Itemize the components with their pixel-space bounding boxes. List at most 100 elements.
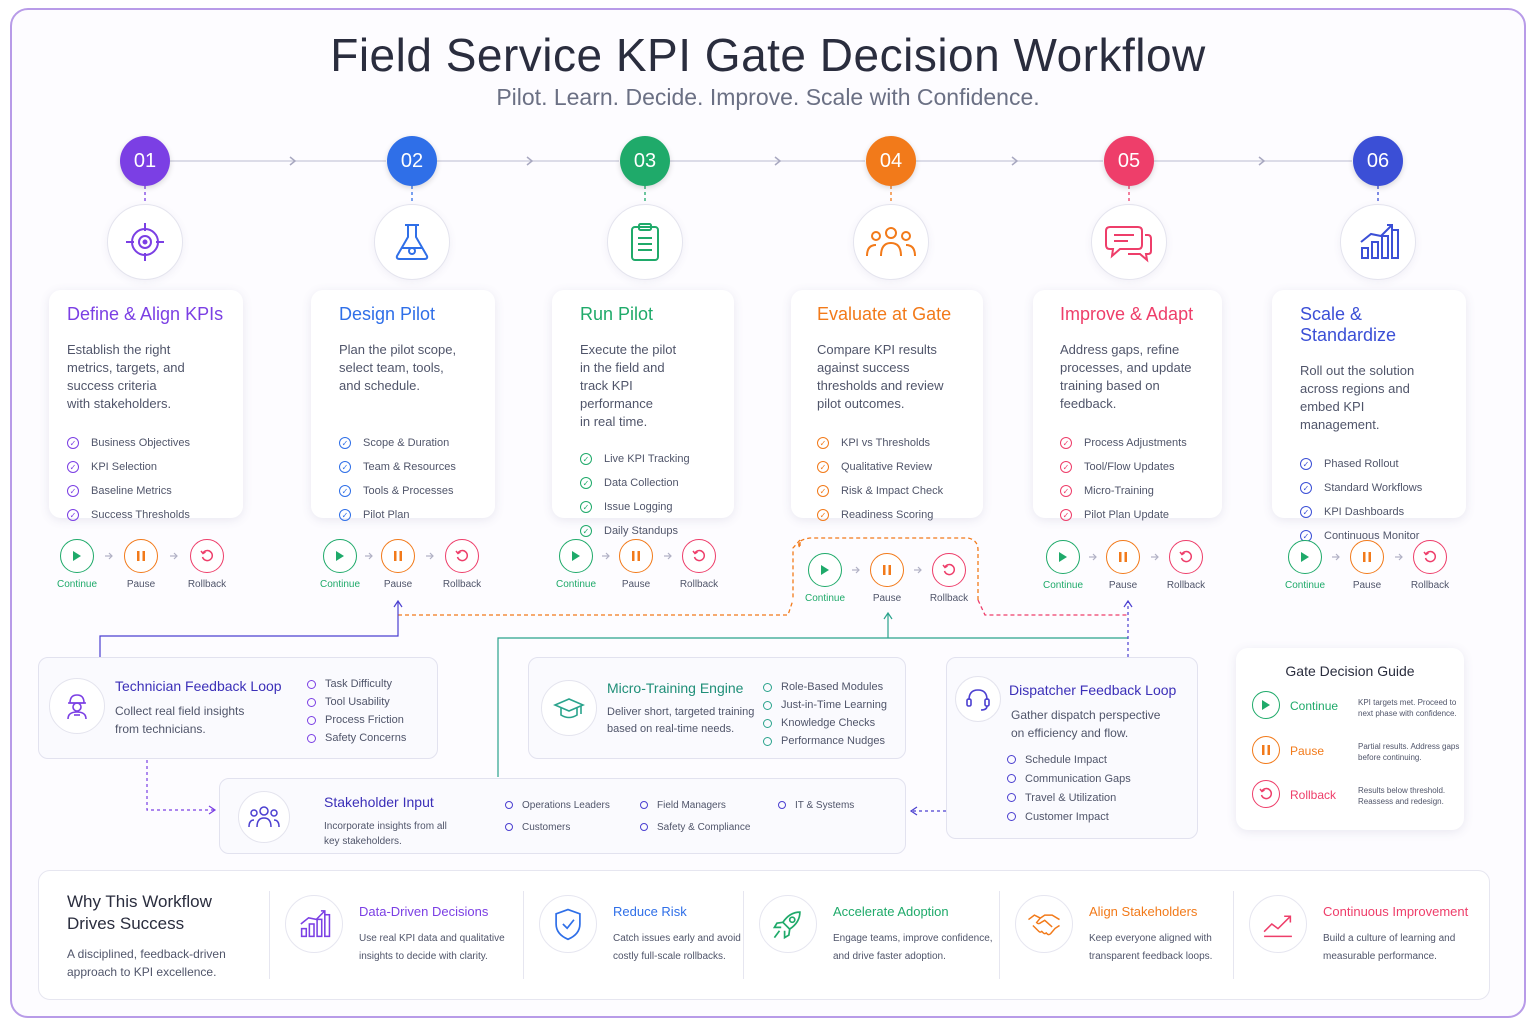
step-desc-line: embed KPI — [1300, 399, 1365, 414]
check-icon: ✓ — [67, 485, 79, 497]
step-desc-line: track KPI performance — [580, 378, 653, 411]
technician-list: Task Difficulty Tool Usability Process F… — [307, 675, 406, 747]
step-item-label: Qualitative Review — [841, 461, 933, 473]
technician-icon — [49, 678, 105, 734]
step-item-label: Team & Resources — [363, 461, 456, 473]
continue-button[interactable] — [60, 539, 94, 573]
micro-training-item: Role-Based Modules — [781, 681, 884, 693]
pause-button[interactable] — [381, 539, 415, 573]
step-number: 03 — [633, 149, 657, 172]
check-icon: ✓ — [339, 437, 351, 449]
page-title: Field Service KPI Gate Decision Workflow — [330, 29, 1206, 81]
pause-button[interactable] — [870, 553, 904, 587]
step-item: ✓Pilot Plan — [339, 503, 467, 527]
check-icon: ✓ — [580, 501, 592, 513]
step-item: ✓ Scope & Duration — [339, 431, 467, 455]
rollback-label: Rollback — [1166, 580, 1206, 591]
step-item-label: Live KPI Tracking — [604, 453, 690, 465]
play-icon — [1252, 691, 1280, 719]
stakeholder-list-a: Operations Leaders Customers — [505, 794, 610, 838]
continue-button[interactable] — [1046, 540, 1080, 574]
micro-training-item: Just-in-Time Learning — [781, 699, 887, 711]
stakeholder-item: Field Managers — [657, 799, 726, 811]
step-desc-line: Compare KPI results — [817, 342, 937, 357]
page-subtitle: Pilot. Learn. Decide. Improve. Scale wit… — [496, 84, 1040, 110]
arrow-right-icon — [170, 552, 178, 560]
step-item-label: Continuous Monitor — [1324, 530, 1420, 542]
step-title: Evaluate at Gate — [817, 304, 952, 324]
continue-button[interactable] — [323, 539, 357, 573]
step-item: ✓Tools & Processes — [339, 479, 467, 503]
why-desc-line: A disciplined, feedback-driven — [67, 947, 226, 961]
rollback-button[interactable] — [1169, 540, 1203, 574]
arrow-right-icon — [365, 552, 373, 560]
divider — [523, 891, 524, 979]
why-desc-line: approach to KPI excellence. — [67, 965, 217, 979]
why-item-title: Align Stakeholders — [1089, 904, 1198, 919]
micro-training-desc-line: based on real-time needs. — [607, 723, 735, 735]
step-item-label: Scope & Duration — [363, 437, 450, 449]
step-item: ✓ Team & Resources — [339, 455, 467, 479]
arrow-right-icon — [1394, 553, 1403, 561]
step-item: ✓Phased Rollout — [1300, 452, 1438, 476]
step-item: ✓KPI Dashboards — [1300, 500, 1438, 524]
stakeholder-item: IT & Systems — [795, 799, 855, 811]
rollback-button[interactable] — [445, 539, 479, 573]
step-item: ✓Business Objectives — [67, 431, 225, 455]
check-icon: ✓ — [580, 453, 592, 465]
pause-label: Pause — [1352, 580, 1382, 591]
dispatcher-item: Customer Impact — [1025, 810, 1109, 823]
step-desc-line: in the field and — [580, 360, 665, 375]
check-icon: ✓ — [817, 485, 829, 497]
rollback-button[interactable] — [682, 539, 716, 573]
step-desc-line: feedback. — [1060, 396, 1117, 411]
step-number-badge: 02 — [387, 136, 437, 186]
step-desc-line: select team, tools, — [339, 360, 444, 375]
dispatcher-desc-line: on efficiency and flow. — [1011, 726, 1129, 740]
arrow-right-icon — [105, 552, 113, 560]
continue-button[interactable] — [1288, 540, 1322, 574]
dispatcher-desc-line: Gather dispatch perspective — [1011, 708, 1161, 722]
continue-button[interactable] — [559, 539, 593, 573]
micro-training-panel: Micro-Training Engine Deliver short, tar… — [528, 657, 906, 759]
step-item: ✓Micro-Training — [1060, 479, 1195, 503]
step-item: ✓Readiness Scoring — [817, 503, 957, 527]
pause-button[interactable] — [1106, 540, 1140, 574]
guide-rollback-label: Rollback — [1290, 788, 1337, 802]
step-desc-line: across regions and — [1300, 381, 1410, 396]
step-item-label: Micro-Training — [1084, 485, 1154, 497]
why-item-title: Continuous Improvement — [1323, 904, 1469, 919]
guide-title: Gate Decision Guide — [1285, 663, 1415, 679]
why-item-title: Data-Driven Decisions — [359, 904, 489, 919]
why-title-line: Why This Workflow — [67, 892, 212, 911]
stakeholder-item: Operations Leaders — [522, 799, 610, 811]
rollback-label: Rollback — [929, 593, 969, 604]
step-item-label: Phased Rollout — [1324, 458, 1399, 470]
rollback-button[interactable] — [932, 553, 966, 587]
why-item-text: Engage teams, improve confidence, — [833, 933, 993, 944]
step-item-label: Readiness Scoring — [841, 509, 934, 521]
guide-continue-label: Continue — [1290, 699, 1339, 713]
guide-continue-text: next phase with confidence. — [1358, 709, 1457, 718]
pause-button[interactable] — [124, 539, 158, 573]
pause-button[interactable] — [1350, 540, 1384, 574]
step-number: 02 — [400, 149, 424, 172]
rollback-button[interactable] — [1413, 540, 1447, 574]
rollback-button[interactable] — [190, 539, 224, 573]
why-item-text: Use real KPI data and qualitative — [359, 933, 505, 944]
step-item-label: Tools & Processes — [363, 485, 454, 497]
step-item: ✓Data Collection — [580, 471, 706, 495]
why-section: Why This Workflow Drives Success A disci… — [38, 870, 1490, 1000]
step-item-label: Business Objectives — [91, 437, 191, 449]
technician-title: Technician Feedback Loop — [115, 678, 282, 694]
bar-chart-icon — [285, 895, 343, 953]
step-item: ✓KPI vs Thresholds — [817, 431, 957, 455]
check-icon: ✓ — [1060, 461, 1072, 473]
step-item-label: KPI Selection — [91, 461, 158, 473]
continue-button[interactable] — [808, 553, 842, 587]
check-icon: ✓ — [339, 461, 351, 473]
pause-button[interactable] — [619, 539, 653, 573]
step-desc-line: Address gaps, refine — [1060, 342, 1180, 357]
